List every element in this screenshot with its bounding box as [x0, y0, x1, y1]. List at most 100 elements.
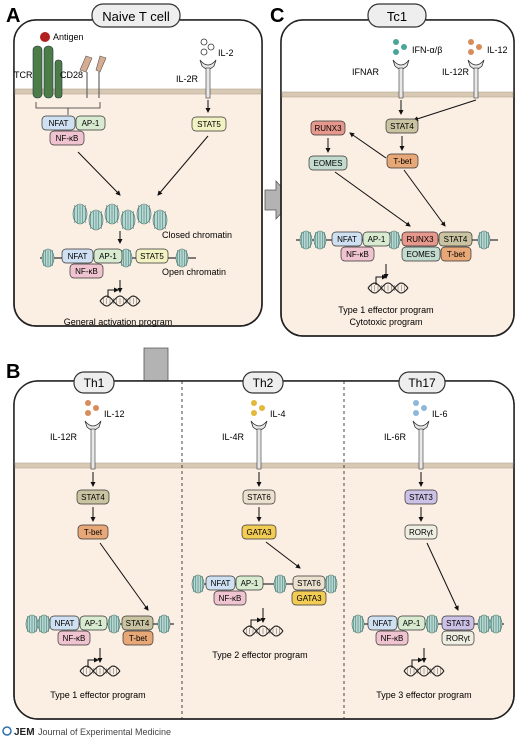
nucleosome-icon: [387, 230, 401, 250]
c-chromatin-nucleosomes: [299, 230, 491, 250]
th1-open-tf-label: T-bet: [129, 634, 148, 643]
th2-nfkb-label: NF-κB: [219, 594, 242, 603]
ifnar-label: IFNAR: [352, 67, 380, 77]
nucleosome-icon: [313, 230, 327, 250]
open-chromatin-label: Open chromatin: [162, 267, 226, 277]
closed-chromatin-label: Closed chromatin: [162, 230, 232, 240]
nucleosome-icon: [152, 209, 168, 231]
th17-title: Th17: [408, 376, 436, 390]
th17-chromatin-nucleosomes: [351, 614, 503, 634]
nucleosome-icon: [104, 203, 120, 225]
th2-open-stat-box: [292, 575, 326, 591]
th1-stat-label: STAT4: [81, 493, 105, 502]
closed-chromatin-nucleosomes: [72, 203, 168, 231]
nucleosome-icon: [136, 203, 152, 225]
c-eomes-label: EOMES: [314, 159, 343, 168]
tcr-alpha-chain-icon: [32, 45, 43, 99]
th1-receptor-label: IL-12R: [50, 432, 78, 442]
tc1-membrane: [281, 91, 514, 98]
ifn-dot-icon: [393, 39, 399, 45]
nucleosome-icon: [88, 209, 104, 231]
th1-open-stat-box: [121, 615, 154, 631]
c-ap1-label: AP-1: [368, 235, 386, 244]
th17-nfkb-box: [375, 630, 409, 646]
c-open-runx3-label: RUNX3: [406, 235, 434, 244]
th17-open-tf-label: RORγt: [446, 634, 471, 643]
tcr-label: TCR: [14, 70, 33, 80]
antigen-label: Antigen: [53, 32, 84, 42]
general-program-label: General activation program: [64, 317, 173, 327]
th17-open-stat-box: [441, 615, 475, 631]
naive-cell-extracellular: [14, 20, 262, 90]
c-tbet-box: [386, 153, 419, 169]
il2r-label: IL-2R: [176, 74, 199, 84]
th1-il12-dot-icon: [85, 400, 91, 406]
nfat-label: NFAT: [49, 119, 69, 128]
th17-tf-box: [404, 524, 438, 540]
th1-ligand-label: IL-12: [104, 409, 125, 419]
nucleosome-icon: [489, 614, 503, 634]
nfkb-box: [49, 130, 85, 146]
journal-name: Journal of Experimental Medicine: [38, 727, 171, 737]
c-nfat-label: NFAT: [337, 235, 357, 244]
nucleosome-icon: [37, 614, 51, 634]
nucleosome-icon: [120, 209, 136, 231]
c-runx3-label: RUNX3: [314, 124, 342, 133]
th1-dna-icon: [79, 657, 121, 677]
th17-nfkb-label: NF-κB: [381, 634, 404, 643]
nucleosome-icon: [324, 574, 338, 594]
th-membrane: [14, 462, 514, 469]
th17-il6-dot-icon: [413, 400, 419, 406]
dna-icon: [99, 287, 141, 307]
stat5-box: [191, 116, 227, 132]
th2-column: Th2 IL-4 IL-4R STAT6 GATA3 NFAT AP-1 NF-…: [191, 371, 338, 660]
th17-nfat-box: [367, 615, 398, 631]
c-il12r-label: IL-12R: [442, 67, 470, 77]
th17-tf-label: RORγt: [409, 528, 434, 537]
open-nfat-label: NFAT: [68, 252, 88, 261]
th1-nfat-box: [49, 615, 80, 631]
th2-ap1-box: [235, 575, 264, 591]
th2-tf-label: GATA3: [246, 528, 272, 537]
nfkb-label: NF-κB: [56, 134, 79, 143]
nucleosome-icon: [351, 614, 365, 634]
naive-membrane: [14, 88, 262, 95]
th1-stat-box: [76, 489, 110, 505]
open-chromatin-nucleosomes: [41, 248, 189, 268]
th1-program-label: Type 1 effector program: [50, 690, 145, 700]
th1-nfat-label: NFAT: [55, 619, 75, 628]
th2-title: Th2: [253, 376, 274, 390]
nucleosome-icon: [119, 248, 133, 268]
nucleosome-icon: [107, 614, 121, 634]
il2r-receptor-icon: [199, 59, 217, 70]
il2-dot-icon: [200, 38, 208, 46]
nucleosome-icon: [175, 248, 189, 268]
th2-receptor-label: IL-4R: [222, 432, 245, 442]
th17-program-label: Type 3 effector program: [376, 690, 471, 700]
panel-a: A Naive T cell Antigen TCR CD28 IL-2 IL-…: [6, 3, 263, 327]
stat5-label: STAT5: [197, 120, 221, 129]
nucleosome-icon: [157, 614, 171, 634]
th1-nfkb-label: NF-κB: [63, 634, 86, 643]
th2-stat-label: STAT6: [247, 493, 271, 502]
journal-footer: JEM Journal of Experimental Medicine: [2, 726, 171, 738]
th2-dna-icon: [242, 617, 284, 637]
open-ap1-box: [93, 248, 123, 264]
c-open-tbet-box: [440, 246, 472, 262]
c-nfat-box: [331, 231, 363, 247]
naive-title-pill: [91, 3, 181, 28]
c-program-line2: Cytotoxic program: [349, 317, 422, 327]
c-il12r-receptor-icon: [467, 59, 485, 70]
th2-open-tf-label: GATA3: [296, 594, 322, 603]
panel-c: C Tc1 IFN-α/β IFNAR IL-12 IL-12R STAT4 T…: [270, 3, 515, 337]
nucleosome-icon: [477, 614, 491, 634]
ifn-label: IFN-α/β: [412, 45, 442, 55]
th17-receptor-icon: [412, 420, 430, 431]
jem-logo-icon: [2, 726, 12, 736]
nucleosome-icon: [41, 248, 55, 268]
panel-letter-b: B: [6, 361, 20, 383]
cd3-chain-icon: [54, 59, 63, 99]
c-open-tbet-label: T-bet: [447, 250, 466, 259]
ap1-box: [75, 115, 106, 131]
il12-dot-icon: [468, 39, 474, 45]
